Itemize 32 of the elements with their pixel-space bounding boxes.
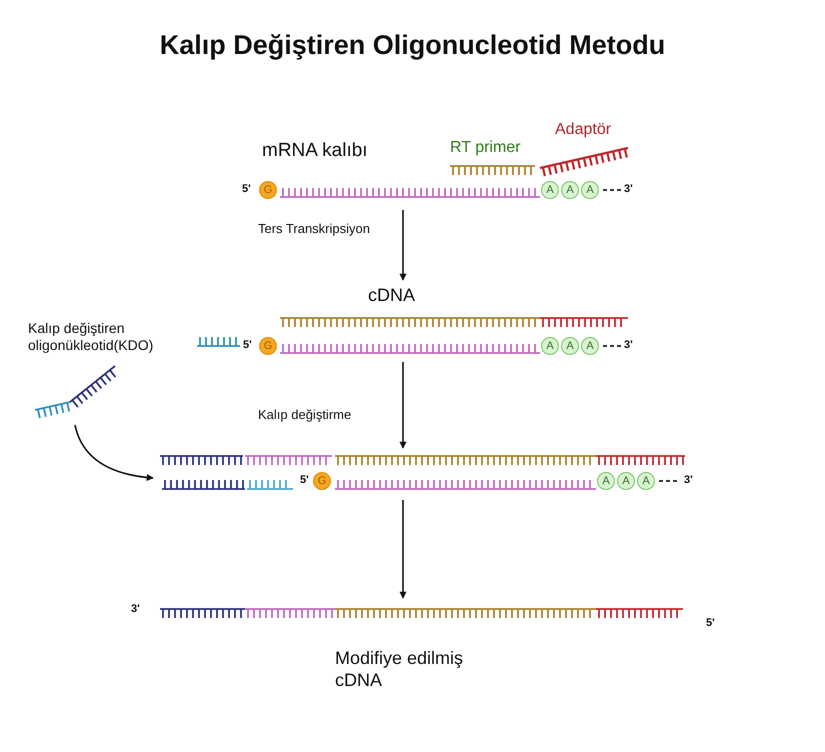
node-label: cDNA bbox=[368, 285, 416, 307]
strand-end-label: 5' bbox=[300, 474, 309, 488]
adenine-nucleotide: A bbox=[581, 337, 599, 355]
cap-nucleotide: G bbox=[259, 181, 277, 199]
node-label: Kalıp değiştiren oligonükleotid(KDO) bbox=[28, 320, 154, 354]
adenine-nucleotide: A bbox=[581, 181, 599, 199]
adenine-nucleotide: A bbox=[637, 472, 655, 490]
strand-end-label: 3' bbox=[624, 183, 633, 196]
arrow bbox=[400, 362, 406, 449]
adenine-nucleotide: A bbox=[541, 337, 559, 355]
node-label: Adaptör bbox=[555, 120, 612, 140]
strand-end-label: 5' bbox=[706, 617, 715, 630]
strand-end-label: 5' bbox=[242, 183, 251, 196]
strand-end-label: 3' bbox=[624, 339, 633, 352]
cap-nucleotide: G bbox=[259, 337, 277, 355]
strand-end-label: 3' bbox=[131, 603, 140, 616]
node-label: mRNA kalıbı bbox=[262, 140, 368, 163]
adenine-nucleotide: A bbox=[561, 181, 579, 199]
arrow bbox=[400, 210, 406, 281]
arrow bbox=[74, 424, 154, 481]
node-label: Modifiye edilmiş cDNA bbox=[335, 648, 464, 692]
strand-end-label: 5' bbox=[243, 339, 252, 352]
cap-nucleotide: G bbox=[313, 472, 331, 490]
edge-label: Kalıp değiştirme bbox=[256, 406, 354, 423]
strand-end-label: 3' bbox=[684, 474, 693, 488]
adenine-nucleotide: A bbox=[597, 472, 615, 490]
diagram-title: Kalıp Değiştiren Oligonucleotid Metodu bbox=[158, 30, 666, 61]
adenine-nucleotide: A bbox=[541, 181, 559, 199]
arrow bbox=[400, 500, 406, 599]
adenine-nucleotide: A bbox=[617, 472, 635, 490]
node-label: RT primer bbox=[450, 138, 521, 158]
adenine-nucleotide: A bbox=[561, 337, 579, 355]
